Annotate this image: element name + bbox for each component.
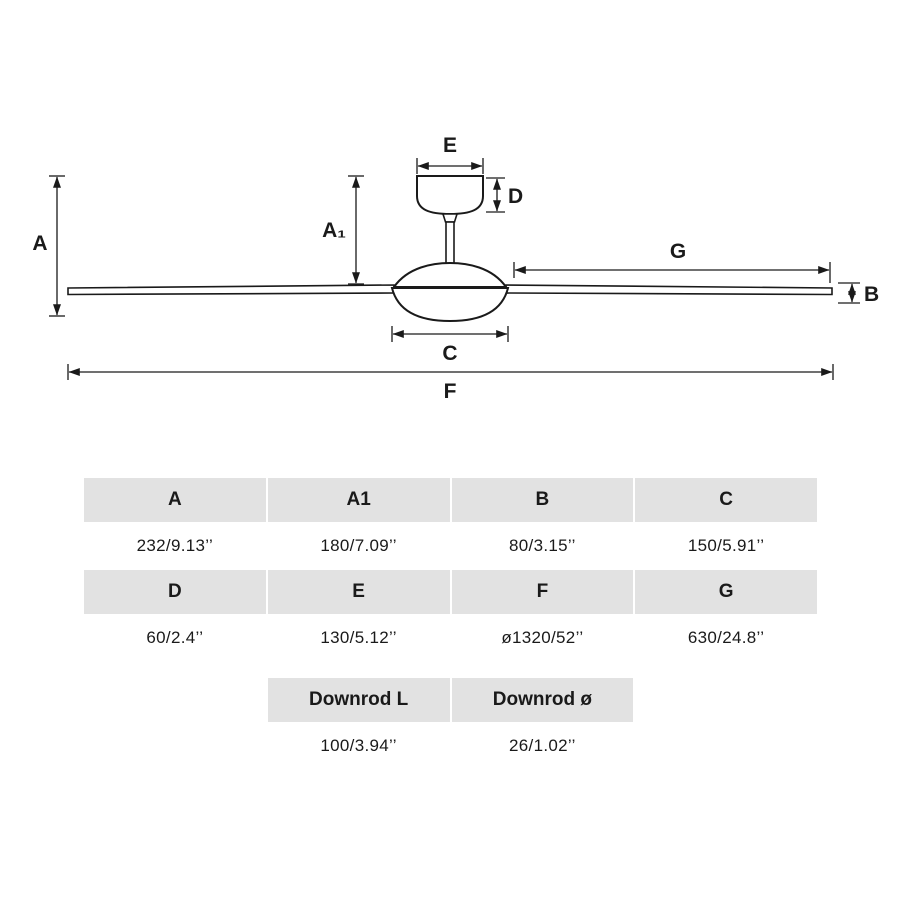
dim-E [416, 158, 484, 174]
dim-B-label: B [864, 283, 879, 306]
dimension-table: A A1 B C 232/9.13’’ 180/7.09’’ 80/3.15’’… [84, 478, 817, 662]
dim-B [838, 282, 860, 304]
dim-G [513, 262, 831, 283]
dim-A1-label: A₁ [322, 219, 346, 242]
fan-dimension-diagram: A A₁ E D [0, 0, 900, 430]
table-header-a: A [84, 478, 266, 522]
dim-C-label: C [442, 342, 457, 365]
downrod-table: Downrod L Downrod ø 100/3.94’’ 26/1.02’’ [84, 678, 817, 770]
dim-C [391, 326, 509, 342]
fan-downrod [445, 221, 455, 267]
table-value-f: ø1320/52’’ [451, 614, 634, 662]
table-header-d: D [84, 570, 266, 614]
dim-D [486, 177, 505, 213]
table-header-downrod-length: Downrod L [267, 678, 450, 722]
blade-left [67, 284, 395, 296]
table-value-b: 80/3.15’’ [451, 522, 634, 570]
table-header-e: E [267, 570, 450, 614]
dim-E-label: E [443, 134, 457, 157]
table-header-a1: A1 [267, 478, 450, 522]
dim-F [67, 364, 834, 380]
fan-canopy [416, 175, 484, 216]
table-value-a1: 180/7.09’’ [267, 522, 450, 570]
dim-A-label: A [32, 232, 47, 255]
table-value-e: 130/5.12’’ [267, 614, 450, 662]
fan-ball-joint [441, 213, 459, 223]
table-header-c: C [635, 478, 817, 522]
table-value-downrod-length: 100/3.94’’ [267, 722, 450, 770]
fan-diagram-svg: A A₁ E D [32, 134, 879, 403]
table-header-f: F [451, 570, 634, 614]
table-value-downrod-diameter: 26/1.02’’ [451, 722, 634, 770]
fan-motor-housing [390, 261, 510, 323]
motor-top-dome [392, 261, 508, 288]
dim-G-label: G [670, 240, 686, 263]
dim-A [49, 175, 65, 317]
table-header-g: G [635, 570, 817, 614]
blade-right [505, 284, 833, 296]
table-value-g: 630/24.8’’ [635, 614, 817, 662]
motor-bottom-bowl [390, 287, 510, 323]
table-value-c: 150/5.91’’ [635, 522, 817, 570]
table-value-a: 232/9.13’’ [84, 522, 266, 570]
dim-A1 [348, 175, 364, 285]
table-header-b: B [451, 478, 634, 522]
table-value-d: 60/2.4’’ [84, 614, 266, 662]
dim-D-label: D [508, 185, 523, 208]
dim-F-label: F [444, 380, 457, 403]
table-header-downrod-diameter: Downrod ø [451, 678, 634, 722]
